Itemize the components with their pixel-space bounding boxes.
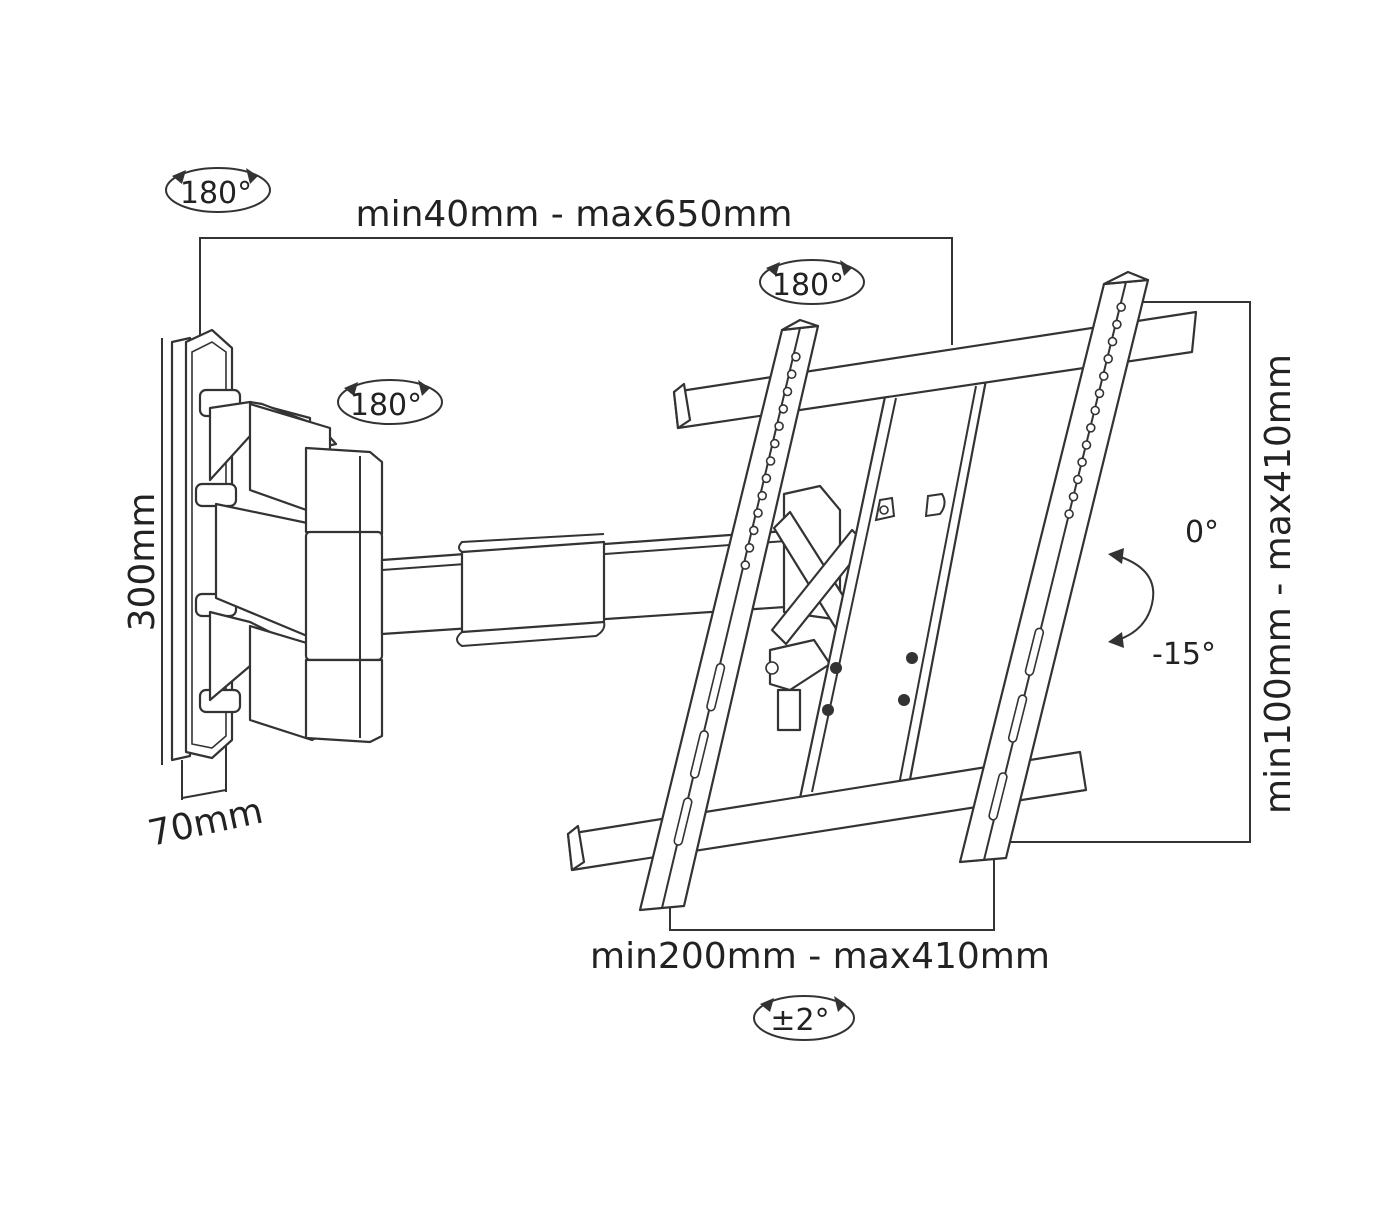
mounting-hole (1094, 388, 1105, 399)
mounting-slot (988, 772, 1008, 821)
wall-swivel-label: 180° (180, 176, 252, 211)
mounting-hole (757, 490, 768, 501)
wall-plate-depth-label: 70mm (145, 791, 267, 855)
mounting-hole (769, 438, 780, 449)
rotation-arrow-icon (753, 995, 855, 1041)
mounting-hole (761, 473, 772, 484)
mounting-hole (1064, 509, 1074, 519)
horizontal-vesa-label: min200mm - max410mm (590, 936, 1050, 977)
rotation-arrow-icon (337, 379, 443, 425)
mounting-hole (791, 351, 801, 362)
mounting-hole (786, 369, 797, 380)
mounting-hole (1116, 302, 1126, 312)
second-arm (380, 528, 802, 648)
mounting-hole (1073, 474, 1083, 485)
vertical-vesa-bracket (1000, 301, 1251, 843)
mounting-hole (774, 421, 784, 432)
rotation-arrow-icon (759, 259, 865, 305)
dimension-lines (161, 237, 1251, 931)
rotation-arrow-icon (165, 167, 271, 213)
arm-swivel-label: 180° (350, 388, 422, 423)
mounting-hole (782, 386, 793, 397)
head-swivel-label: 180° (772, 268, 844, 303)
arm-extension-bracket (199, 237, 953, 345)
head-swivel-indicator: 180° (759, 259, 865, 305)
horizontal-vesa-bracket (669, 860, 995, 931)
mounting-hole (1107, 336, 1118, 347)
mounting-hole (1103, 353, 1113, 364)
mounting-slot (673, 797, 693, 846)
vertical-arm-holes (673, 302, 1126, 846)
vertical-vesa-label: min100mm - max410mm (1258, 354, 1299, 814)
mounting-hole (1099, 371, 1109, 381)
mounting-hole (748, 525, 759, 536)
mounting-hole (1081, 440, 1092, 450)
wall-plate-height-label: 300mm (122, 493, 163, 632)
mounting-slot (1007, 694, 1028, 743)
level-adjust-label: ±2° (770, 1003, 829, 1038)
mounting-hole (1068, 491, 1079, 502)
tilt-arrow-icon (1117, 555, 1155, 641)
mounting-slot (706, 662, 726, 712)
rotation-indicators: 180° 180° 180° ±2° (165, 167, 1155, 1041)
depth-line (181, 789, 227, 799)
mounting-hole (765, 456, 776, 466)
mounting-slot (689, 730, 709, 779)
mounting-hole (1090, 405, 1100, 416)
mounting-hole (740, 560, 751, 570)
mounting-hole (744, 542, 755, 553)
mounting-hole (778, 404, 789, 414)
mounting-hole (1112, 319, 1122, 330)
tilt-top-label: 0° (1185, 515, 1219, 550)
wall-swivel-indicator: 180° (165, 167, 271, 213)
tilt-bottom-label: -15° (1152, 637, 1216, 672)
arm-extension-label: min40mm - max650mm (356, 194, 793, 235)
mounting-hole (1086, 422, 1096, 433)
level-adjust-indicator: ±2° (753, 995, 855, 1041)
first-arm (208, 400, 384, 744)
mounting-hole (1077, 457, 1087, 468)
tilt-indicator (1108, 548, 1155, 648)
dimension-labels: min40mm - max650mm 300mm 70mm min200mm -… (122, 194, 1299, 977)
arm-swivel-indicator: 180° (337, 379, 443, 425)
mounting-hole (753, 508, 763, 518)
mounting-slot (1024, 627, 1045, 676)
